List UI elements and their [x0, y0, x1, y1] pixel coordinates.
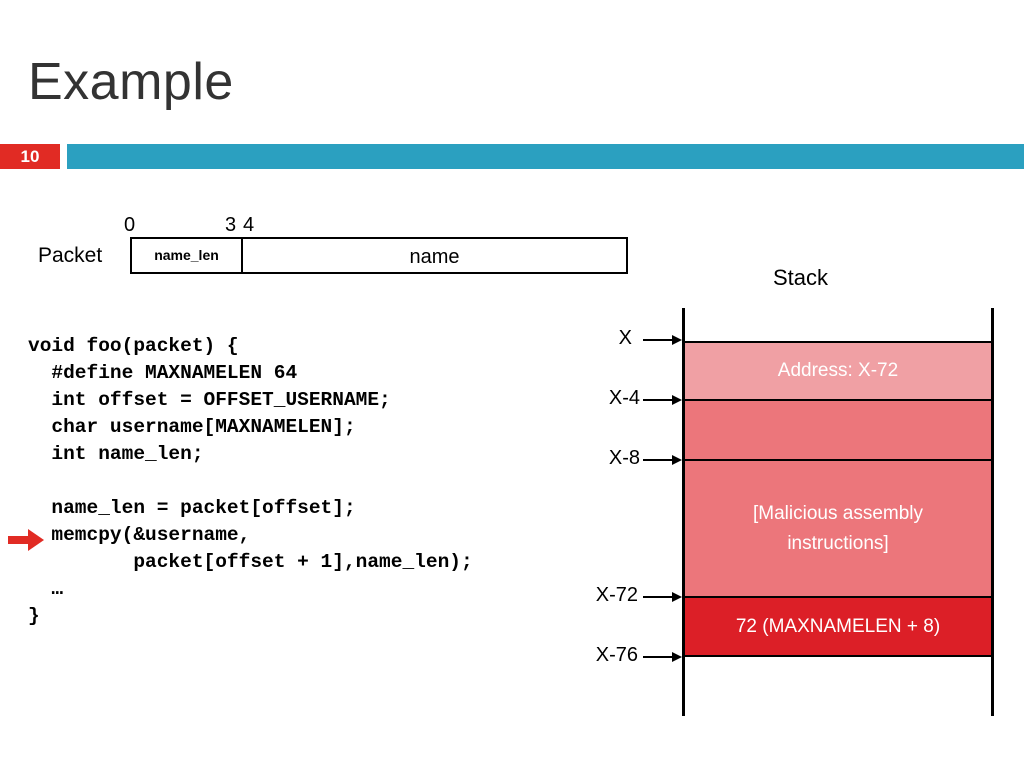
stack-cell-text: Address: X-72 [777, 360, 899, 381]
code-line-current: memcpy(&username, [28, 524, 251, 546]
slide-title: Example [28, 53, 234, 111]
stack-cell-name-len: 72 (MAXNAMELEN + 8) [685, 597, 991, 656]
code-line: char username[MAXNAMELEN]; [28, 416, 356, 438]
code-line: } [28, 605, 40, 627]
code-line [28, 468, 473, 495]
packet-offset-4: 4 [243, 214, 255, 236]
packet-layout: name_len name [130, 237, 628, 274]
stack-wall-left [682, 308, 685, 716]
packet-offset-3: 3 [225, 214, 237, 236]
stack-divider [685, 399, 991, 401]
stack-cell-text: [Malicious assembly instructions] [753, 502, 923, 554]
code-line: void foo(packet) { [28, 335, 239, 357]
packet-field-name-len: name_len [132, 239, 243, 272]
stack-cell-return-address: Address: X-72 [685, 342, 991, 400]
stack-cell-text: 72 (MAXNAMELEN + 8) [735, 615, 941, 637]
stack-divider [685, 596, 991, 598]
code-line: int offset = OFFSET_USERNAME; [28, 389, 391, 411]
stack-address-label: X-4 [608, 387, 640, 409]
arrow-right-icon [8, 529, 44, 551]
stack-divider [685, 655, 991, 657]
packet-label: Packet [38, 244, 103, 267]
code-line: int name_len; [28, 443, 204, 465]
stack-title: Stack [773, 265, 829, 290]
code-line: #define MAXNAMELEN 64 [28, 362, 298, 384]
code-line: name_len = packet[offset]; [28, 497, 356, 519]
stack-cell-saved-frame [685, 400, 991, 460]
stack-address-label: X [618, 327, 632, 349]
stack-cell-username-buffer: [Malicious assembly instructions] [685, 460, 991, 597]
stack-address-label: X-72 [595, 584, 638, 606]
code-line: … [28, 578, 64, 600]
stack-address-label: X-8 [608, 447, 640, 469]
stack-divider [685, 459, 991, 461]
stack-wall-right [991, 308, 994, 716]
header-bar [67, 144, 1024, 169]
slide-number-badge: 10 [0, 144, 60, 169]
code-line: packet[offset + 1],name_len); [28, 551, 473, 573]
stack-address-label: X-76 [595, 644, 638, 666]
stack-divider [685, 341, 991, 343]
packet-field-name: name [409, 246, 460, 268]
code-listing: void foo(packet) { #define MAXNAMELEN 64… [28, 333, 473, 630]
packet-offset-0: 0 [124, 214, 136, 236]
